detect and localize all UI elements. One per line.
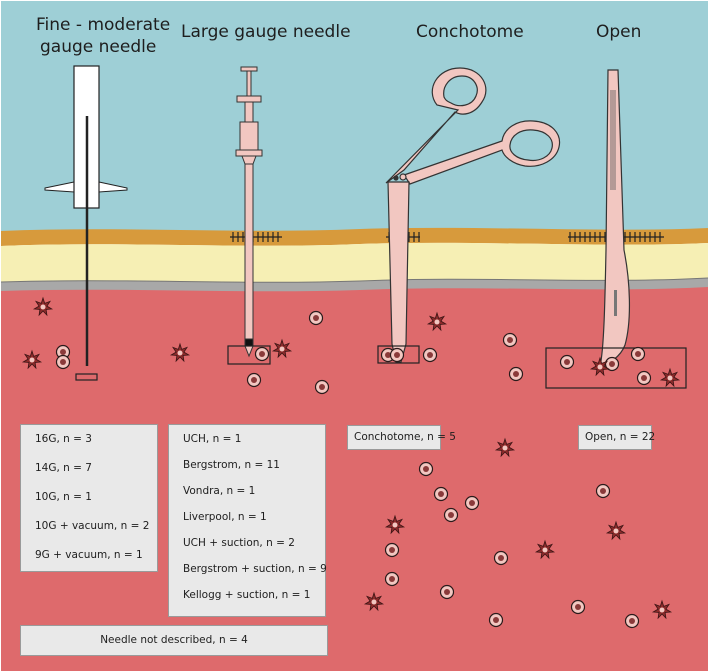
large-row: Bergstrom, n = 11	[183, 459, 280, 471]
cell-nucleus	[448, 512, 454, 518]
large-row: Liverpool, n = 1	[183, 511, 267, 523]
needle-not-described-count: Needle not described, n = 4	[100, 634, 248, 646]
cell-nucleus	[389, 576, 395, 582]
cell-nucleus	[423, 466, 429, 472]
fat-layer	[1, 242, 708, 283]
heading-fine-gauge: Fine - moderate gauge needle	[36, 14, 170, 58]
open-count: Open, n = 22	[585, 431, 656, 443]
cell-nucleus	[444, 589, 450, 595]
fascia-layer	[1, 278, 708, 292]
cell-nucleus	[177, 350, 183, 356]
cell-nucleus	[600, 488, 606, 494]
fine-row: 9G + vacuum, n = 1	[35, 549, 143, 561]
cell-nucleus	[438, 491, 444, 497]
large-gauge-needle	[227, 66, 271, 365]
cell-nucleus	[29, 357, 35, 363]
cell-nucleus	[389, 547, 395, 553]
cell-nucleus	[613, 528, 619, 534]
cell-nucleus	[371, 599, 377, 605]
large-row: Bergstrom + suction, n = 9	[183, 563, 327, 575]
open-count-box: Open, n = 22	[578, 425, 656, 450]
cell-nucleus	[659, 607, 665, 613]
cell-nucleus	[385, 352, 391, 358]
conchotome-count: Conchotome, n = 5	[354, 431, 456, 443]
conchotome-forceps	[377, 67, 561, 364]
fine-row: 10G, n = 1	[35, 491, 92, 503]
large-gauge-counts-box: UCH, n = 1 Bergstrom, n = 11 Vondra, n =…	[168, 424, 327, 617]
cell-nucleus	[279, 346, 285, 352]
fine-row: 14G, n = 7	[35, 462, 92, 474]
cell-nucleus	[609, 361, 615, 367]
cell-nucleus	[394, 352, 400, 358]
large-row: Vondra, n = 1	[183, 485, 256, 497]
cell-nucleus	[392, 522, 398, 528]
cell-nucleus	[667, 375, 673, 381]
cell-nucleus	[635, 351, 641, 357]
large-row: Kellogg + suction, n = 1	[183, 589, 311, 601]
cell-nucleus	[60, 359, 66, 365]
cell-nucleus	[434, 319, 440, 325]
cell-nucleus	[427, 352, 433, 358]
fascia-line	[0, 277, 709, 283]
heading-fine-line2: gauge needle	[40, 37, 157, 57]
skin-layer	[1, 227, 708, 246]
cell-nucleus	[251, 377, 257, 383]
cell-nucleus	[40, 304, 46, 310]
cell-nucleus	[493, 617, 499, 623]
cell-nucleus	[564, 359, 570, 365]
heading-fine-line1: Fine - moderate	[36, 15, 171, 35]
cell-nucleus	[629, 618, 635, 624]
heading-large-gauge: Large gauge needle	[181, 22, 351, 42]
cell-nucleus	[513, 371, 519, 377]
large-row: UCH + suction, n = 2	[183, 537, 295, 549]
cell-nucleus	[60, 349, 66, 355]
fine-gauge-counts-box: 16G, n = 3 14G, n = 7 10G, n = 1 10G + v…	[20, 424, 158, 572]
cell-nucleus	[502, 445, 508, 451]
cell-nucleus	[319, 384, 325, 390]
heading-open: Open	[596, 22, 642, 42]
cell-nucleus	[542, 547, 548, 553]
air-layer	[1, 1, 708, 231]
heading-conchotome: Conchotome	[416, 22, 524, 42]
cell-nucleus	[575, 604, 581, 610]
cell-nucleus	[597, 364, 603, 370]
fine-row: 16G, n = 3	[35, 433, 92, 445]
fine-row: 10G + vacuum, n = 2	[35, 520, 150, 532]
cell-nucleus	[313, 315, 319, 321]
cell-nucleus	[498, 555, 504, 561]
cell-nucleus	[641, 375, 647, 381]
cell-nucleus	[469, 500, 475, 506]
fine-gauge-syringe	[44, 65, 128, 381]
large-row: UCH, n = 1	[183, 433, 242, 445]
conchotome-count-box: Conchotome, n = 5	[347, 425, 456, 450]
muscle-cells	[21, 296, 681, 629]
needle-not-described-box: Needle not described, n = 4	[20, 625, 328, 656]
cell-nucleus	[507, 337, 513, 343]
cell-nucleus	[259, 351, 265, 357]
